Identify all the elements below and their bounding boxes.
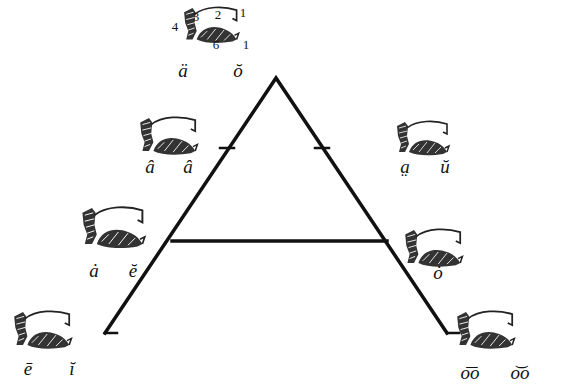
vowel-symbol: a̤ <box>400 157 410 176</box>
vowel-symbol: ȧ <box>89 261 99 280</box>
callout-number: 1 <box>240 6 247 19</box>
vowel-symbol: â <box>145 157 155 176</box>
vowel-symbol: ĭ <box>69 359 74 378</box>
vowel-symbol: ŏ <box>233 61 243 80</box>
vowel-symbol: o͞o <box>461 363 480 382</box>
callout-number: 2 <box>215 8 222 21</box>
callout-number: 6 <box>213 38 220 51</box>
vowel-symbol: ĕ <box>129 261 137 280</box>
callout-number: 4 <box>172 20 179 33</box>
callout-number: 3 <box>193 10 200 23</box>
vowel-symbol: ȯ <box>433 263 443 282</box>
callout-number: 1 <box>243 38 250 51</box>
vowel-symbol: ä <box>178 61 188 80</box>
vowel-symbol: â <box>183 157 193 176</box>
vowel-symbol: ē <box>24 359 32 378</box>
vowel-symbol: o͝o <box>511 363 530 382</box>
vowel-symbol: ŭ <box>440 157 450 176</box>
